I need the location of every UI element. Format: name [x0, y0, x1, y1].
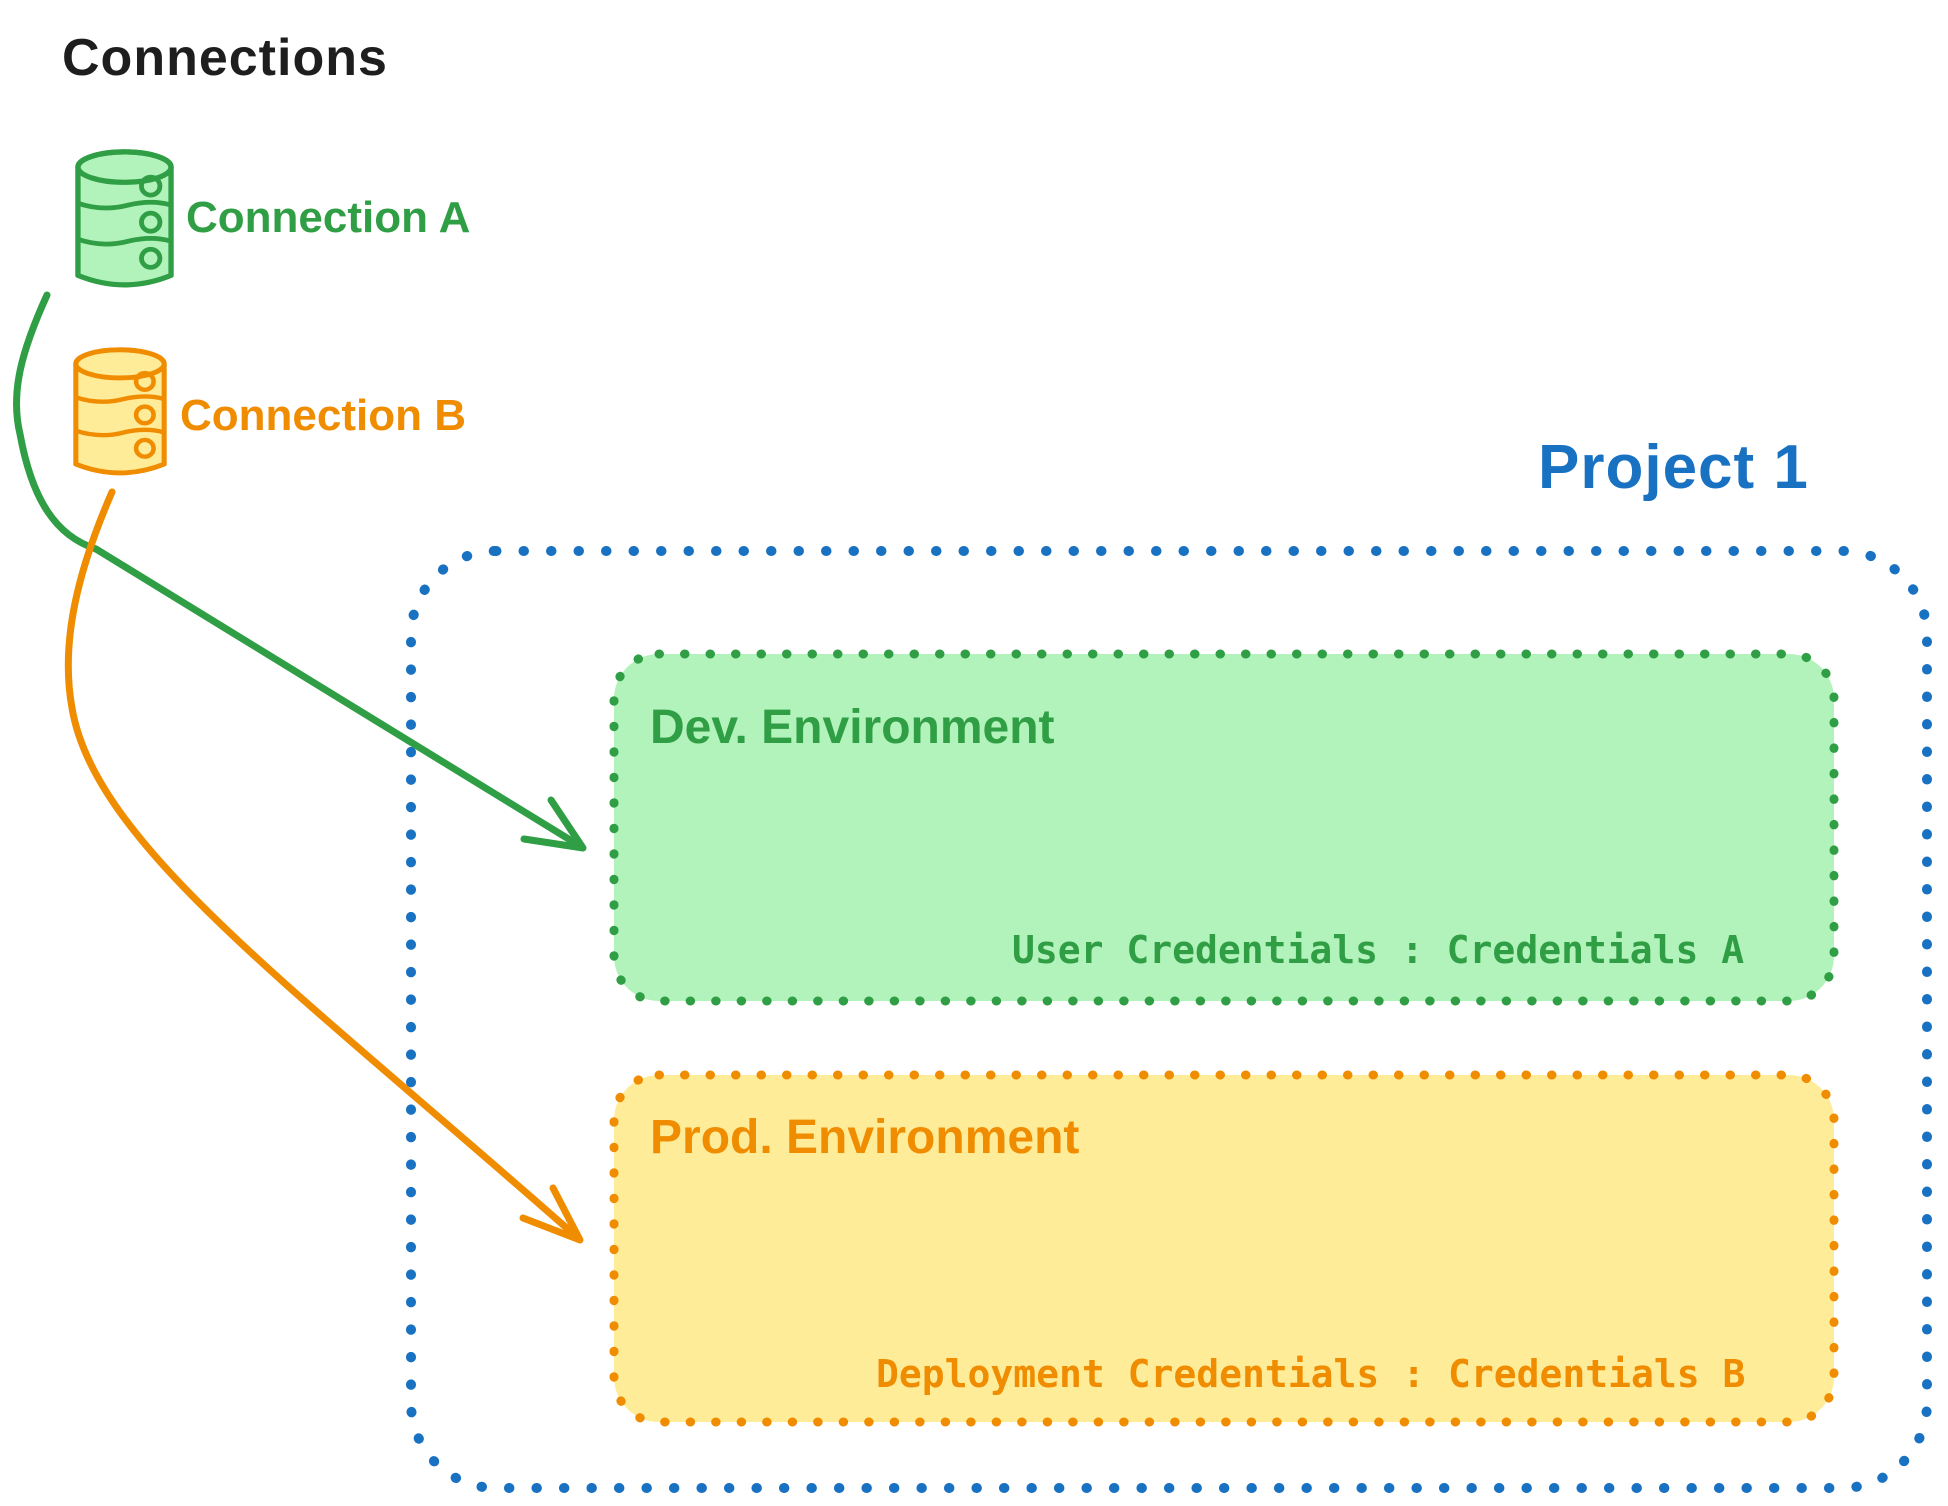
project-box	[406, 546, 1932, 1493]
connections-title: Connections	[62, 29, 388, 87]
connection-a-label: Connection A	[186, 193, 471, 242]
dev-environment-credentials: User Credentials : Credentials A	[1012, 928, 1745, 972]
connection-b-label: Connection B	[180, 391, 466, 440]
arrow-connection-b-to-prod	[64, 488, 584, 1244]
prod-environment-box	[609, 1070, 1839, 1427]
prod-environment-credentials: Deployment Credentials : Credentials B	[876, 1352, 1746, 1396]
project-title: Project 1	[1538, 433, 1809, 502]
dev-environment-box	[609, 649, 1839, 1006]
dev-environment-title: Dev. Environment	[650, 701, 1055, 754]
database-icon-connection-b	[76, 350, 164, 473]
prod-environment-title: Prod. Environment	[650, 1111, 1080, 1164]
database-icon-connection-a	[78, 152, 171, 285]
arrow-connection-a-to-dev	[12, 291, 587, 852]
